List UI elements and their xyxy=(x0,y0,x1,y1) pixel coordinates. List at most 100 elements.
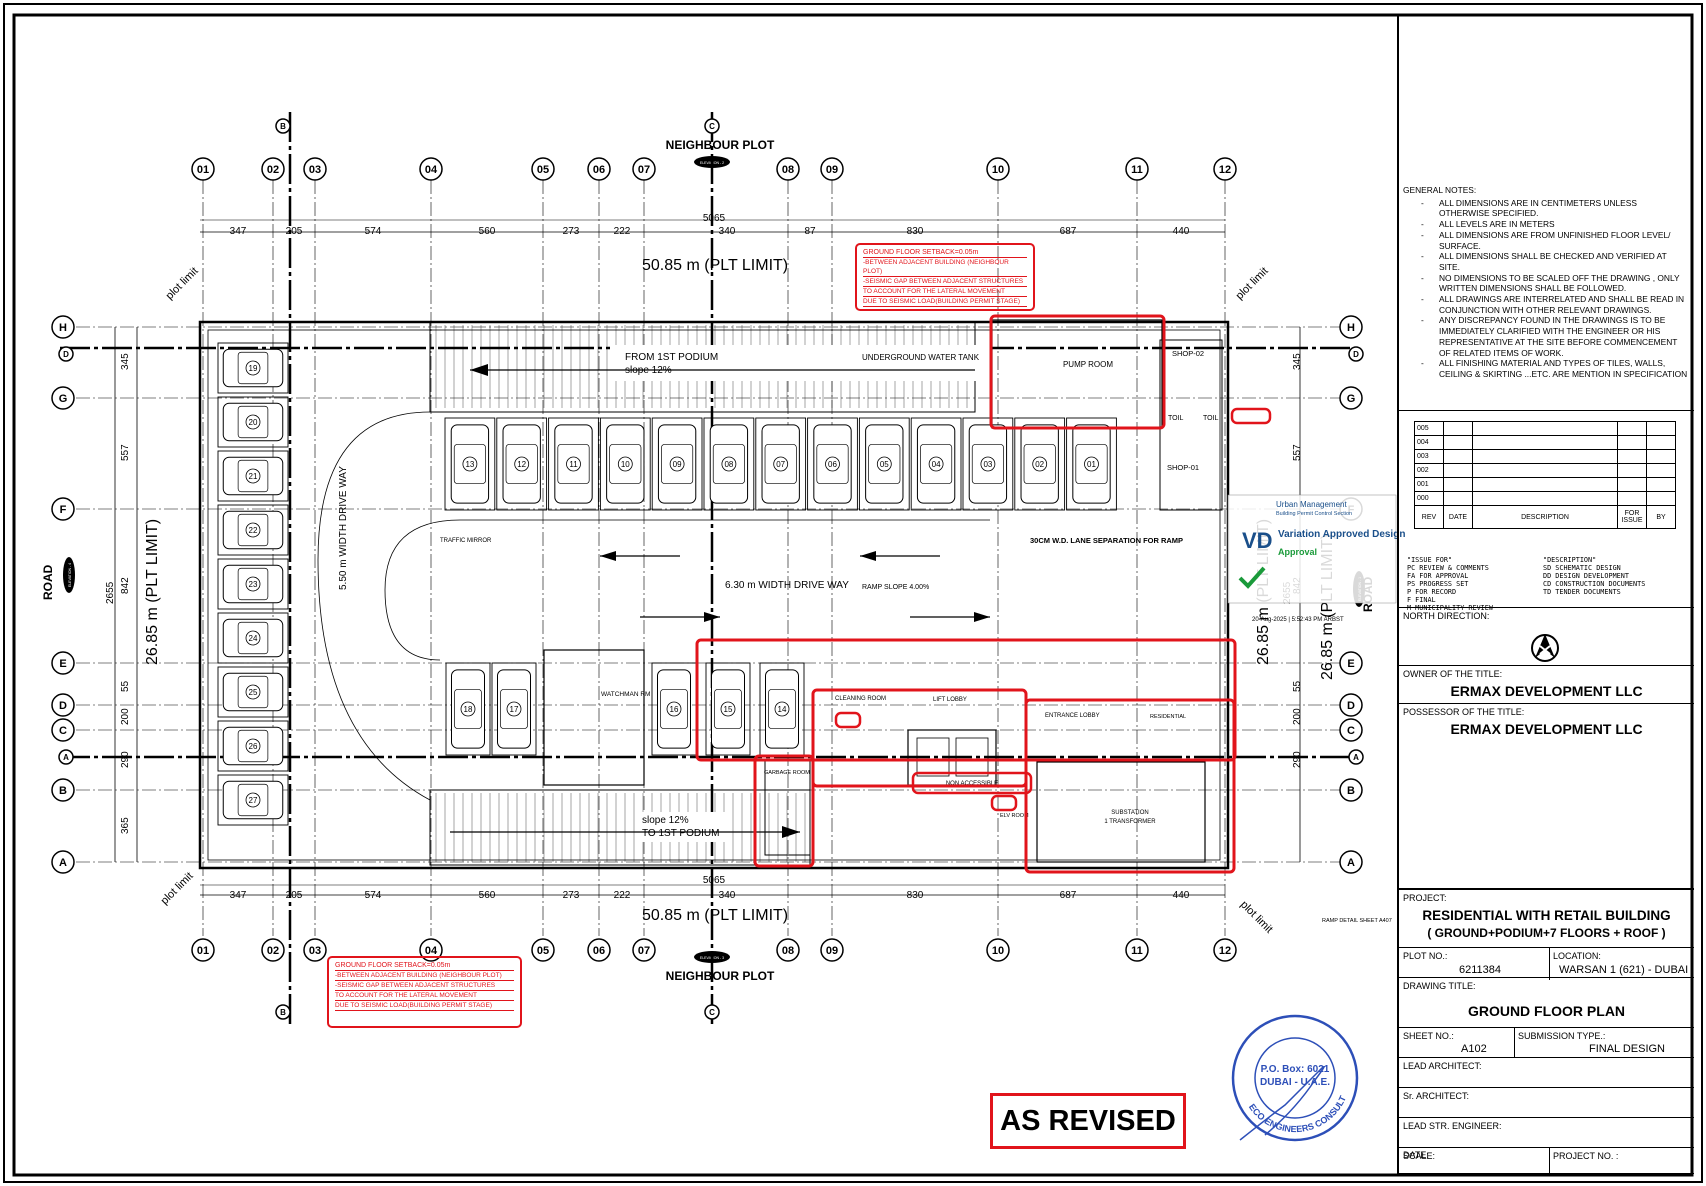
grid-row-label: E xyxy=(59,658,66,670)
car-icon xyxy=(505,444,538,484)
section-mark-label: A xyxy=(1353,753,1359,762)
parking-number-bubble xyxy=(666,701,682,717)
section-mark-bubble xyxy=(1348,749,1364,765)
parking-number: 09 xyxy=(673,460,682,469)
approval-date: 20-Aug-2025 | 5:52:43 PM ARBST xyxy=(1252,617,1344,623)
elevation-tag-left-icon xyxy=(63,557,75,593)
parking-number: 13 xyxy=(465,460,474,469)
parking-number: 05 xyxy=(880,460,889,469)
parking-number-bubble xyxy=(245,414,261,430)
grid-column-bubble xyxy=(986,157,1010,181)
grid-column-label: 09 xyxy=(826,164,838,176)
grid-column-bubble xyxy=(1125,157,1149,181)
general-note-item: NO DIMENSIONS TO BE SCALED OFF THE DRAWI… xyxy=(1417,273,1688,294)
parking-number-bubble xyxy=(245,630,261,646)
revision-tag xyxy=(990,794,1018,812)
grid-column-bubble xyxy=(303,157,327,181)
car-icon xyxy=(557,444,590,484)
right-dim-label: 290 xyxy=(1292,751,1303,768)
parking-number: 18 xyxy=(464,705,473,714)
parking-bay xyxy=(217,558,289,610)
project-section: PROJECT: RESIDENTIAL WITH RETAIL BUILDIN… xyxy=(1399,888,1694,948)
left-dim-label: 55 xyxy=(120,680,131,692)
parking-number-bubble xyxy=(245,792,261,808)
lead-architect-label: LEAD ARCHITECT: xyxy=(1403,1061,1482,1071)
parking-bay xyxy=(910,417,962,511)
grid-column-label: 02 xyxy=(267,164,279,176)
ramp-to-podium: TO 1ST PODIUM xyxy=(642,828,719,839)
general-note-item: ALL DIMENSIONS SHALL BE CHECKED AND VERI… xyxy=(1417,251,1688,272)
grid-row-label: F xyxy=(60,504,67,516)
parking-number-bubble xyxy=(514,456,530,472)
right-dim-label: 200 xyxy=(1292,708,1303,725)
top-dim-label: 687 xyxy=(1060,226,1077,237)
revision-number: 002 xyxy=(1414,463,1444,478)
date-section: DATE: xyxy=(1399,1150,1694,1175)
grid-row-bubble xyxy=(1339,778,1363,802)
grid-row-bubble xyxy=(51,718,75,742)
revision-number: 005 xyxy=(1414,421,1444,436)
grid-row-label: H xyxy=(59,322,67,334)
possessor-section: POSSESSOR OF THE TITLE: ERMAX DEVELOPMEN… xyxy=(1399,703,1694,743)
car-icon xyxy=(237,405,269,439)
parking-number: 16 xyxy=(670,705,679,714)
stamp-city: DUBAI - U.A.E. xyxy=(1260,1077,1330,1088)
drive-arrow-head xyxy=(704,612,720,622)
grid-row-bubble xyxy=(51,315,75,339)
grid-column-bubble xyxy=(820,938,844,962)
setback-note-top: GROUND FLOOR SETBACK=0.05m -BETWEEN ADJA… xyxy=(855,243,1035,311)
parking-number-bubble xyxy=(462,456,478,472)
car-icon xyxy=(237,351,269,385)
grid-column-bubble xyxy=(419,157,443,181)
car-icon xyxy=(661,444,694,484)
parking-bay xyxy=(217,666,289,718)
sheet-section: SHEET NO.: A102 SUBMISSION TYPE.: FINAL … xyxy=(1399,1027,1694,1058)
parking-number: 17 xyxy=(510,705,519,714)
parking-number: 14 xyxy=(778,705,787,714)
grid-column-bubble xyxy=(587,157,611,181)
parking-number: 10 xyxy=(621,460,630,469)
parking-bay xyxy=(217,396,289,448)
grid-row-label: D xyxy=(1347,700,1355,712)
parking-number: 25 xyxy=(249,688,258,697)
grid-column-label: 02 xyxy=(267,945,279,957)
setback-note-line: DUE TO SEISMIC LOAD(BUILDING PERMIT STAG… xyxy=(863,297,1027,307)
bottom-dim-label: 560 xyxy=(479,890,496,901)
grid-column-bubble xyxy=(1213,157,1237,181)
grid-row-label: C xyxy=(1347,725,1355,737)
north-label: NORTH DIRECTION: xyxy=(1403,611,1490,621)
grid-column-label: 12 xyxy=(1219,164,1231,176)
shop-02-label: SHOP-02 xyxy=(1172,349,1204,358)
revision-tag xyxy=(834,711,862,729)
neighbour-plot-top: NEIGHBOUR PLOT xyxy=(666,138,775,152)
parking-bay xyxy=(217,612,289,664)
road-left: ROAD xyxy=(41,564,55,600)
parking-number-bubble xyxy=(245,576,261,592)
substation-sub-label: 1 TRANSFORMER xyxy=(1104,819,1156,825)
sheet-label: SHEET NO.: xyxy=(1403,1031,1454,1041)
approval-check-icon xyxy=(1238,566,1266,589)
parking-bay xyxy=(962,417,1014,511)
general-notes-title: GENERAL NOTES: xyxy=(1403,185,1477,195)
car-icon xyxy=(1075,444,1108,484)
top-dim-label: 87 xyxy=(804,226,816,237)
car-icon xyxy=(712,444,745,484)
general-note-item: ALL FINISHING MATERIAL AND TYPES OF TILE… xyxy=(1417,358,1688,379)
parking-bay xyxy=(807,417,858,511)
parking-number: 19 xyxy=(249,364,258,373)
lift-lobby-label: LIFT LOBBY xyxy=(933,697,967,703)
shop-01-02 xyxy=(1159,339,1223,511)
grid-column-label: 03 xyxy=(309,945,321,957)
parking-bay xyxy=(217,504,289,556)
parking-number: 24 xyxy=(249,634,258,643)
sr-architect-section: Sr. ARCHITECT: xyxy=(1399,1087,1694,1117)
owner-section: OWNER OF THE TITLE: ERMAX DEVELOPMENT LL… xyxy=(1399,665,1694,705)
overall-dim-bottom: 5065 xyxy=(703,875,726,886)
parking-bay xyxy=(1014,417,1066,511)
parking-number: 12 xyxy=(517,460,526,469)
submission-label: SUBMISSION TYPE.: xyxy=(1518,1031,1606,1041)
ramp-arrow-head xyxy=(470,364,488,376)
grid-row-label: C xyxy=(59,725,67,737)
